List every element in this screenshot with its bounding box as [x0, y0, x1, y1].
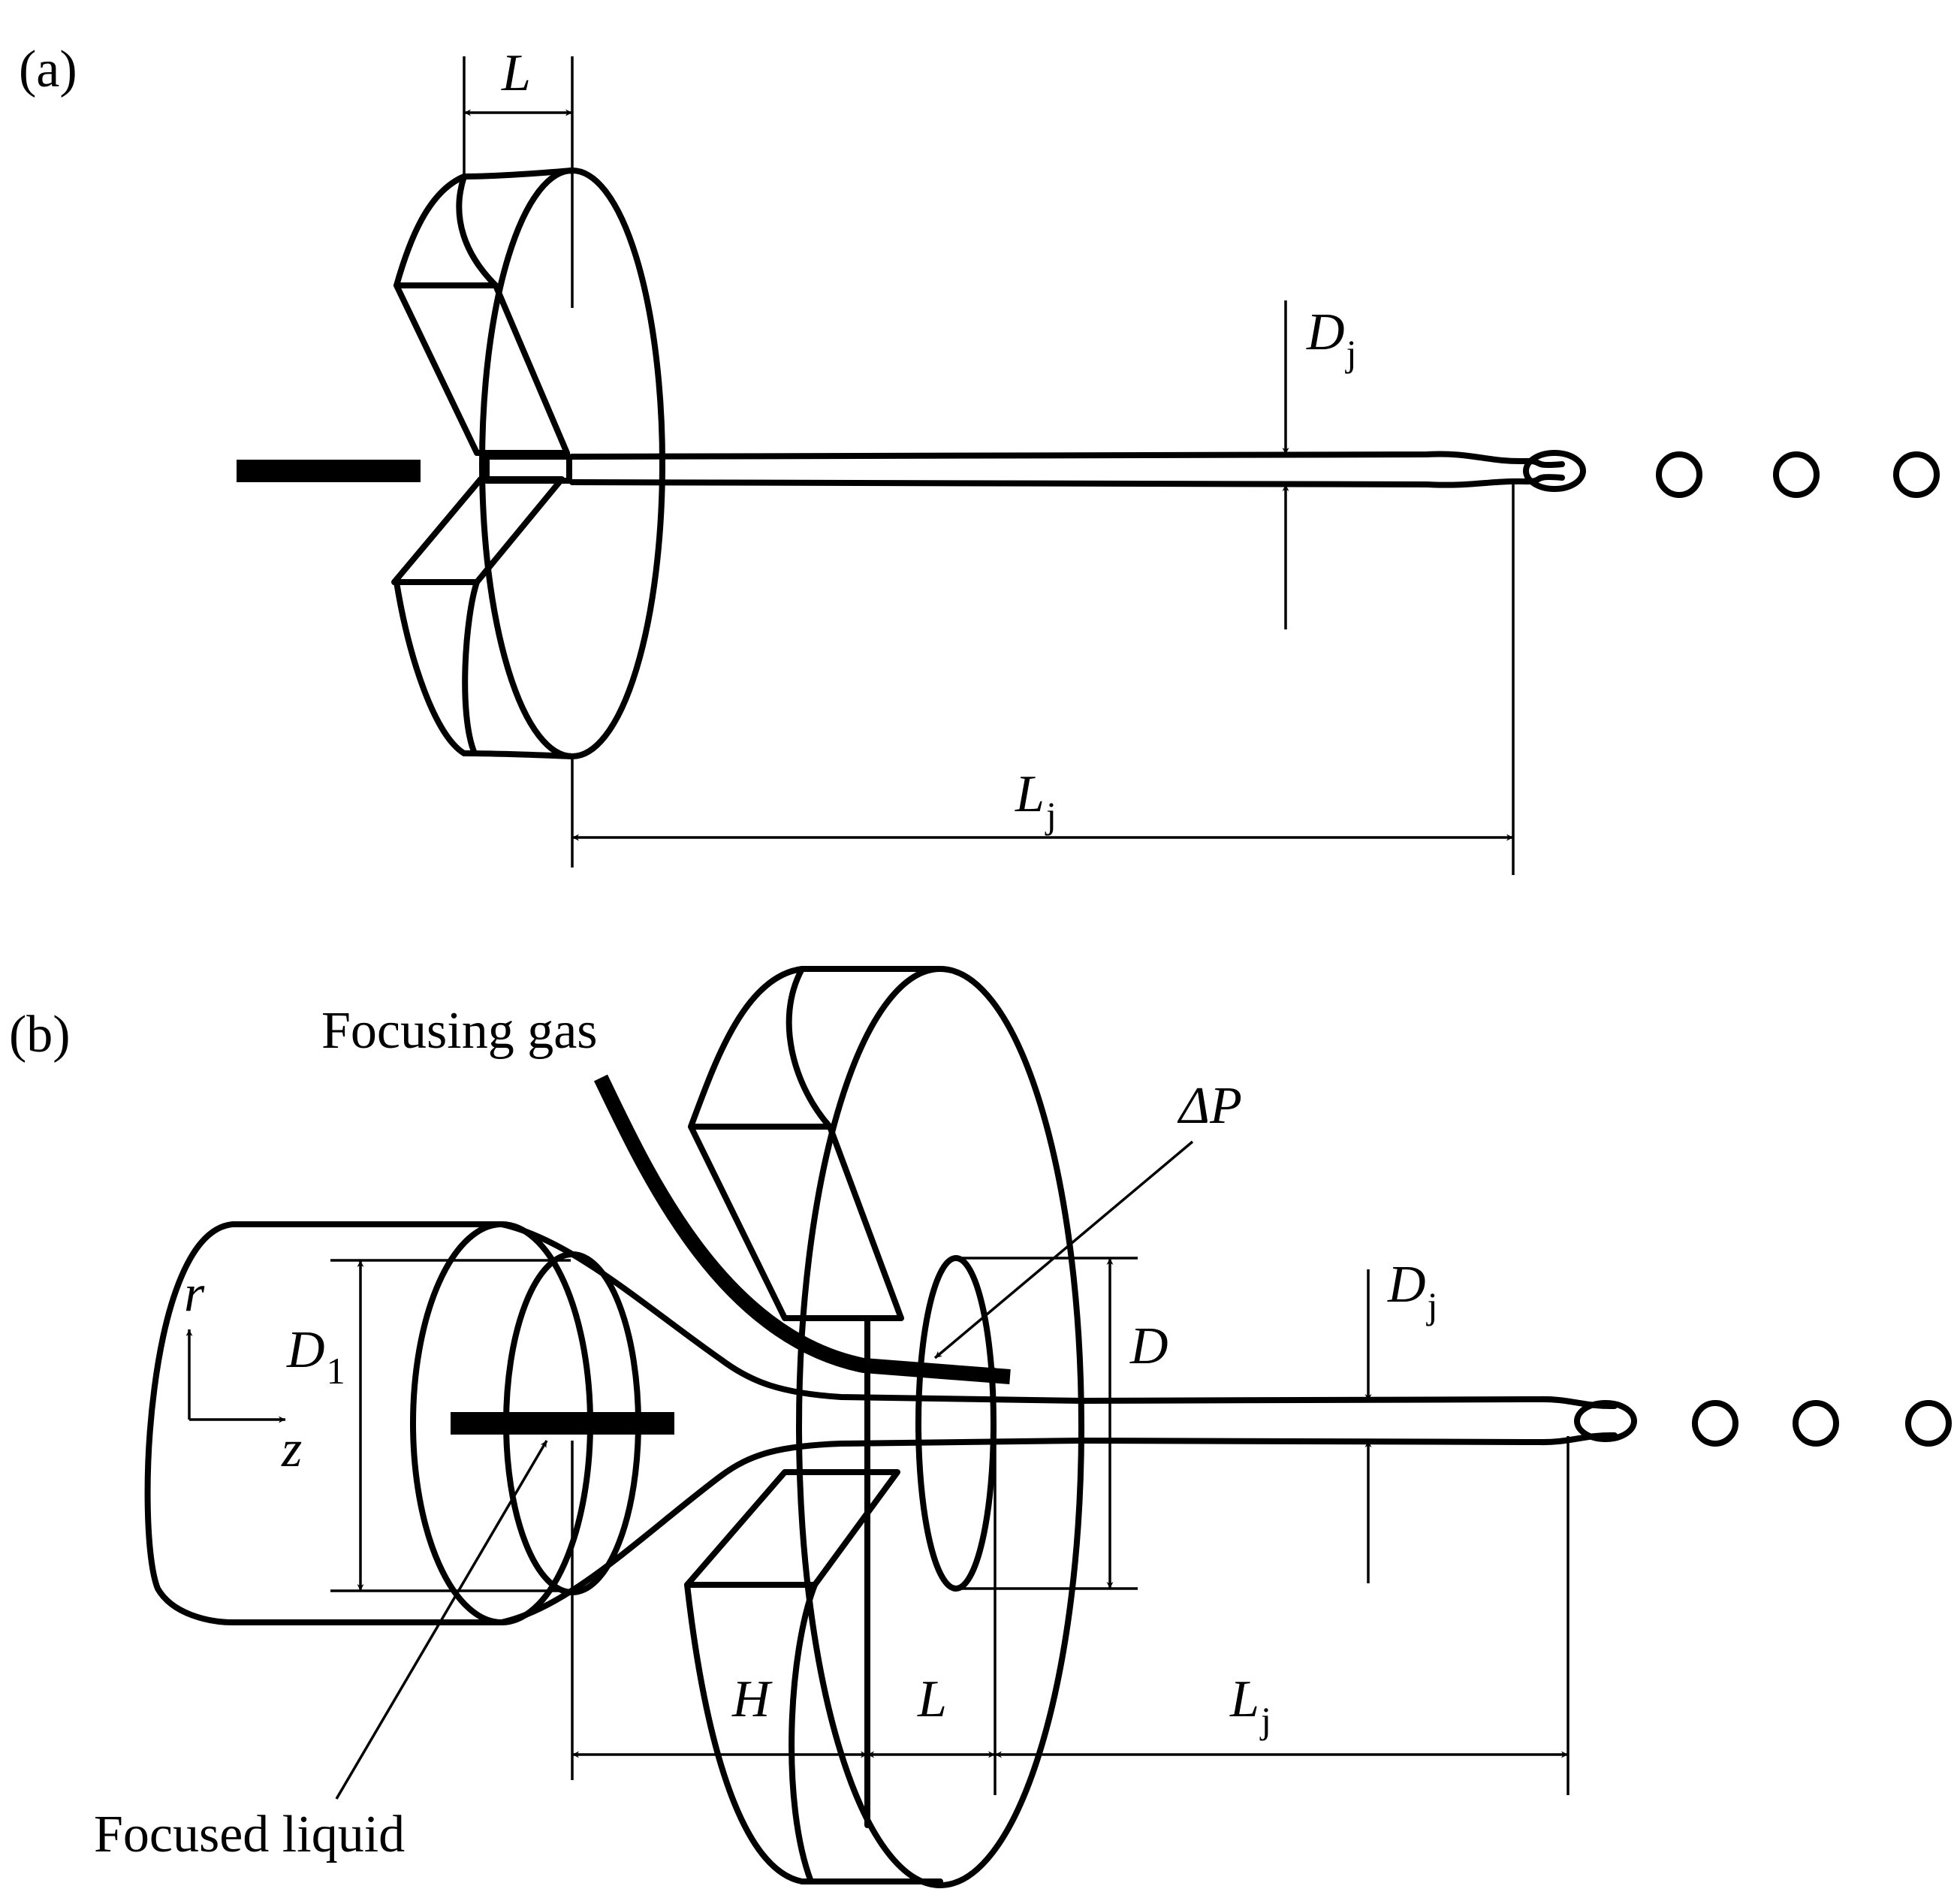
breakup-drop-a	[1523, 450, 1586, 492]
capillary-outer-left	[144, 1221, 236, 1625]
droplet-a-2	[1773, 451, 1820, 498]
focused-liquid-pointer	[335, 1440, 548, 1800]
axis-z-label: z	[281, 1420, 302, 1478]
breakup-drop-b	[1574, 1400, 1637, 1442]
dim-L-a-label: L	[501, 44, 531, 102]
droplet-a-3	[1893, 451, 1940, 498]
meniscus-upper	[499, 1221, 1084, 1404]
orifice-hole	[915, 1255, 997, 1592]
dim-Dj-a-label: Dj	[1306, 303, 1356, 374]
dim-D1-label: D1	[286, 1321, 345, 1392]
dim-Lj-b-label: Lj	[1229, 1670, 1271, 1741]
droplet-b-2	[1793, 1400, 1839, 1447]
meniscus-lower	[499, 1438, 1084, 1625]
droplet-b-3	[1905, 1400, 1952, 1447]
liquid-jet-b-lower	[1078, 1432, 1618, 1446]
dim-Dj-b-label: Dj	[1387, 1256, 1437, 1326]
focusing-gas-label: Focusing gas	[321, 1002, 598, 1060]
liquid-jet-a-lower	[569, 474, 1565, 488]
cutaway-upper	[394, 282, 570, 456]
orifice-plate-b-back-lower	[684, 1582, 805, 1884]
droplet-b-1	[1692, 1400, 1738, 1447]
dim-L-b-label: L	[917, 1670, 947, 1728]
panel-b: (b) Focusing gas Focused liquid ΔP	[9, 966, 1952, 1888]
orifice-plate-back-edge-upper	[461, 167, 575, 180]
focused-liquid-label: Focused liquid	[94, 1806, 405, 1863]
orifice-plate-b-back-upper	[688, 966, 805, 1130]
liquid-jet-b	[1078, 1396, 1618, 1410]
cutaway-lower-edge	[462, 579, 480, 756]
pressure-drop-pointer	[933, 1140, 1194, 1359]
orifice-plate-back-edge-lower	[461, 750, 575, 759]
cutaway-b-upper	[688, 1124, 904, 1321]
orifice-plate-side-lower	[394, 579, 467, 756]
droplet-a-1	[1656, 451, 1702, 498]
axis-r-label: r	[184, 1265, 205, 1323]
orifice-plate-side-upper	[394, 174, 467, 288]
dim-D-label: D	[1129, 1317, 1168, 1375]
orifice-plate-a	[391, 167, 665, 759]
orifice-channel	[484, 454, 572, 484]
focusing-gas-arrow	[593, 1074, 1011, 1384]
pressure-drop-label: ΔP	[1177, 1077, 1242, 1135]
cutaway-lower	[391, 476, 565, 585]
orifice-plate-b-front	[796, 966, 1084, 1888]
dim-Lj-a-label: Lj	[1015, 765, 1057, 836]
cutaway-b-upper-edge	[786, 966, 833, 1130]
cutaway-upper-edge	[456, 174, 499, 288]
panel-a: (a) L Dj	[19, 41, 1940, 875]
liquid-jet-a	[569, 451, 1565, 469]
dim-H-label: H	[731, 1670, 773, 1728]
orifice-plate-b	[684, 966, 1084, 1888]
panel-b-tag: (b)	[9, 1006, 71, 1064]
cutaway-b-lower	[684, 1469, 900, 1588]
panel-a-tag: (a)	[19, 41, 77, 98]
cutaway-b-lower-edge	[789, 1582, 818, 1884]
